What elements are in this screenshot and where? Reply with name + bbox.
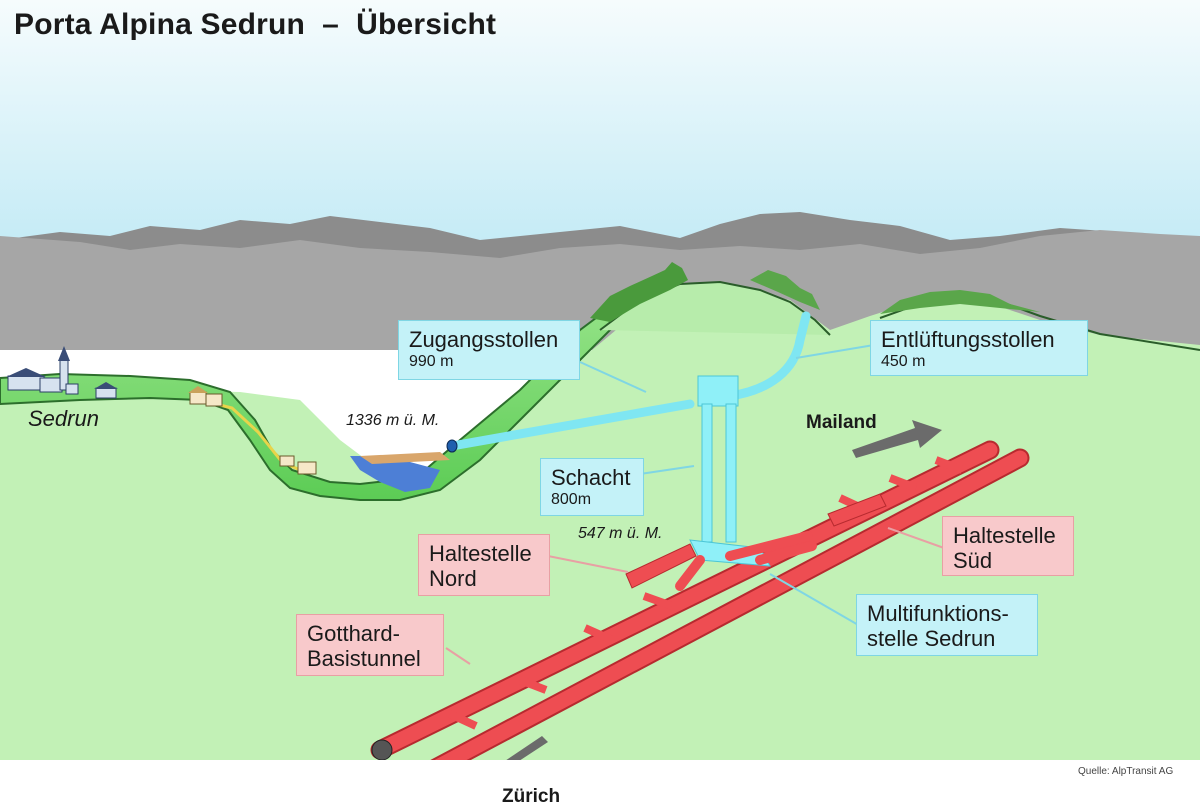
multifunktion-line2: stelle Sedrun [867,626,996,651]
label-multifunktion: Multifunktions- stelle Sedrun [856,594,1038,656]
place-mailand: Mailand [806,412,877,433]
haltestelle-sued-line1: Haltestelle [953,523,1056,548]
page-title: Porta Alpina Sedrun – Übersicht [14,8,497,41]
elevation-lower: 547 m ü. M. [578,525,663,542]
label-haltestelle-sued: Haltestelle Süd [942,516,1074,576]
schacht-length: 800m [551,491,592,508]
zugangsstollen-length: 990 m [409,353,454,370]
multifunktion-hub [675,531,817,591]
label-zugangsstollen: Zugangsstollen 990 m [398,320,580,380]
schacht-name: Schacht [551,465,631,490]
elevation-upper: 1336 m ü. M. [346,412,440,429]
haltestelle-nord-line2: Nord [429,566,477,591]
label-haltestelle-nord: Haltestelle Nord [418,534,550,596]
tunnel-portal [446,439,458,453]
source-credit: Quelle: AlpTransit AG [1078,766,1174,777]
basistunnel-line1: Gotthard- [307,621,400,646]
leader-lines [579,343,881,627]
station-widenings [625,493,887,589]
schacht-shaft [697,375,739,543]
site-area [360,452,450,464]
basistunnel-line2: Basistunnel [307,646,421,671]
village-sedrun [6,346,317,475]
label-basistunnel: Gotthard- Basistunnel [296,614,444,676]
entlueftungsstollen-length: 450 m [881,353,926,370]
entlueftungsstollen-name: Entlüftungsstollen [881,327,1055,352]
forest-left [590,262,688,322]
place-sedrun: Sedrun [28,406,99,431]
forest-right [880,290,1040,314]
haltestelle-sued-line2: Süd [953,548,993,573]
label-schacht: Schacht 800m [540,458,644,516]
basistunnel-tubes [370,440,1030,782]
entlueftungsstollen-tunnel [725,311,811,401]
forest-mid [750,270,820,310]
label-entlueftungsstollen: Entlüftungsstollen 450 m [870,320,1088,376]
multifunktion-line1: Multifunktions- [867,601,1009,626]
haltestelle-nord-line1: Haltestelle [429,541,532,566]
arrow-mailand [852,420,942,458]
leader-lines-red [445,527,945,665]
zugangsstollen-name: Zugangsstollen [409,327,559,352]
zugangsstollen-tunnel [447,399,695,451]
lake [350,456,440,492]
ground-strip [0,760,1200,811]
place-zuerich: Zürich [502,786,561,807]
